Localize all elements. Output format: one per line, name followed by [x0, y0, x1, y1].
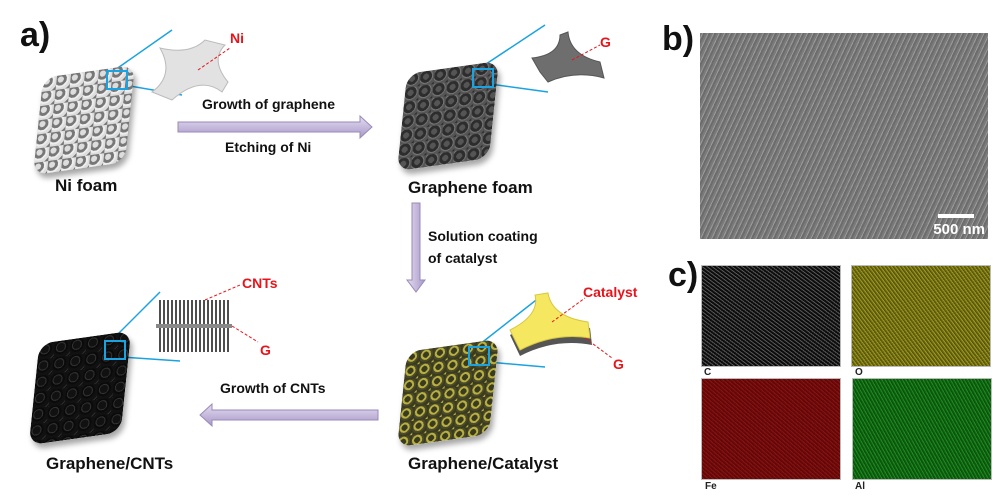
callout-g: G: [600, 34, 611, 50]
step-solution-coating: Solution coating: [428, 228, 538, 244]
eds-map-c: [701, 265, 841, 367]
scale-bar-label: 500 nm: [933, 221, 985, 238]
callout-catalyst: Catalyst: [583, 284, 638, 300]
graphene-catalyst-label: Graphene/Catalyst: [408, 454, 559, 473]
step-growth-cnts: Growth of CNTs: [220, 380, 326, 396]
zoom-box: [106, 70, 128, 90]
graphene-cnts-label: Graphene/CNTs: [46, 454, 174, 473]
arrow-left: [199, 402, 379, 428]
arrow-right: [177, 114, 373, 140]
eds-map-fe: [701, 378, 841, 480]
eds-map-o: [851, 265, 991, 367]
zoom-box: [468, 346, 490, 366]
eds-label-fe: Fe: [705, 481, 717, 492]
eds-label-al: Al: [855, 481, 865, 492]
panel-c-label: c): [668, 256, 699, 294]
zoom-box: [104, 340, 126, 360]
step-of-catalyst: of catalyst: [428, 250, 498, 266]
graphene-foam-label: Graphene foam: [408, 178, 533, 197]
step-etching-ni: Etching of Ni: [225, 139, 312, 155]
step-growth-graphene: Growth of graphene: [202, 96, 335, 112]
callout-lines: [197, 44, 613, 359]
eds-map-al: [852, 378, 992, 480]
ni-foam-label: Ni foam: [55, 176, 118, 195]
zoom-box: [472, 68, 494, 88]
sem-image: 500 nm: [700, 33, 988, 239]
panel-a-label: a): [20, 16, 51, 54]
callout-g-catalyst: G: [613, 356, 624, 372]
callout-g-cnts: G: [260, 342, 271, 358]
ni-strut-shape: [150, 39, 229, 101]
graphene-strut-shape: [531, 31, 605, 83]
panel-b-label: b): [662, 20, 695, 58]
scale-bar: [938, 214, 974, 218]
eds-label-c: C: [704, 367, 712, 378]
eds-label-o: O: [855, 367, 863, 378]
callout-cnts: CNTs: [242, 275, 278, 291]
callout-ni: Ni: [230, 30, 244, 46]
arrow-down: [406, 202, 426, 293]
